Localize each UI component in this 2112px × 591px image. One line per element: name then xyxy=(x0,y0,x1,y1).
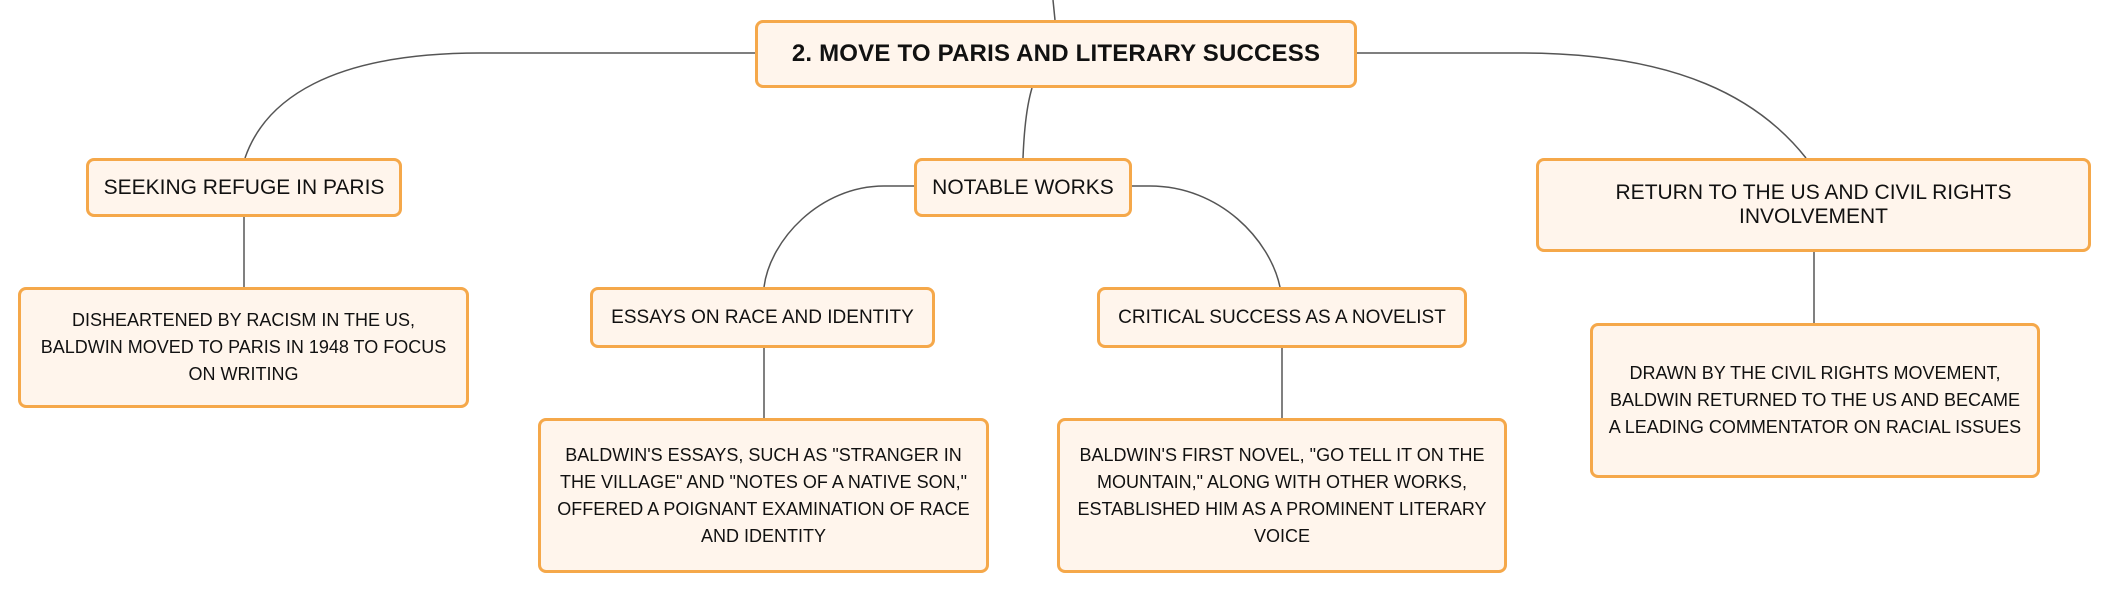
detail-novelist[interactable]: BALDWIN'S FIRST NOVEL, "GO TELL IT ON TH… xyxy=(1057,418,1507,573)
detail-return-to-us[interactable]: DRAWN BY THE CIVIL RIGHTS MOVEMENT, BALD… xyxy=(1590,323,2040,478)
connector-root-return-us xyxy=(1355,52,1807,159)
detail-return-to-us-text: DRAWN BY THE CIVIL RIGHTS MOVEMENT, BALD… xyxy=(1608,363,2022,437)
connector-root-seeking-refuge xyxy=(244,52,757,159)
topic-critical-success-as-novelist[interactable]: CRITICAL SUCCESS AS A NOVELIST xyxy=(1097,287,1467,348)
root-topic-node[interactable]: 2. MOVE TO PARIS AND LITERARY SUCCESS xyxy=(755,20,1357,88)
root-topic-label: 2. MOVE TO PARIS AND LITERARY SUCCESS xyxy=(791,40,1321,67)
detail-seeking-refuge-text: DISHEARTENED BY RACISM IN THE US, BALDWI… xyxy=(40,310,447,384)
topic-seeking-refuge-in-paris[interactable]: SEEKING REFUGE IN PARIS xyxy=(86,158,402,217)
topic-novelist-label: CRITICAL SUCCESS AS A NOVELIST xyxy=(1118,306,1446,328)
topic-essays-on-race-and-identity[interactable]: ESSAYS ON RACE AND IDENTITY xyxy=(590,287,935,348)
topic-seeking-refuge-label: SEEKING REFUGE IN PARIS xyxy=(103,175,385,199)
detail-novelist-text: BALDWIN'S FIRST NOVEL, "GO TELL IT ON TH… xyxy=(1077,444,1487,546)
topic-essays-label: ESSAYS ON RACE AND IDENTITY xyxy=(611,306,914,328)
detail-essays-text: BALDWIN'S ESSAYS, SUCH AS "STRANGER IN T… xyxy=(557,444,970,546)
topic-return-to-us[interactable]: RETURN TO THE US AND CIVIL RIGHTS INVOLV… xyxy=(1536,158,2091,252)
connector-notable-works-novelist xyxy=(1132,185,1281,288)
topic-return-to-us-label: RETURN TO THE US AND CIVIL RIGHTS INVOLV… xyxy=(1615,181,2012,228)
connector-root-parent xyxy=(1052,0,1056,21)
detail-seeking-refuge[interactable]: DISHEARTENED BY RACISM IN THE US, BALDWI… xyxy=(18,287,469,408)
connector-root-notable-works xyxy=(1022,87,1033,159)
detail-essays[interactable]: BALDWIN'S ESSAYS, SUCH AS "STRANGER IN T… xyxy=(538,418,989,573)
connector-notable-works-essays xyxy=(763,185,914,288)
topic-notable-works[interactable]: NOTABLE WORKS xyxy=(914,158,1132,217)
topic-notable-works-label: NOTABLE WORKS xyxy=(932,175,1114,199)
